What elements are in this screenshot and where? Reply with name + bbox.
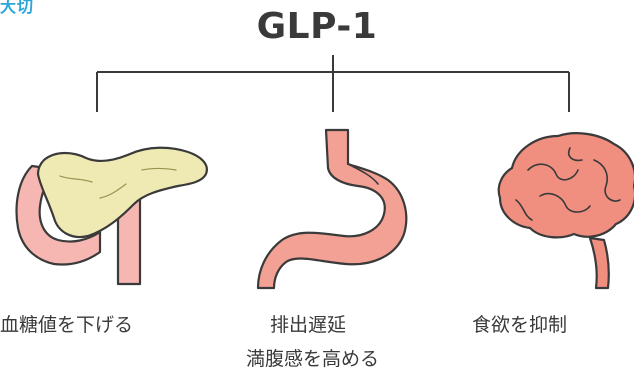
connector-lines xyxy=(97,55,569,112)
effect-label-pancreas: 血糖値を下げる xyxy=(0,310,133,337)
stomach-icon xyxy=(258,130,406,288)
effect-label-stomach-2: 満腹感を高める xyxy=(246,344,379,371)
effect-label-stomach-1: 排出遅延 xyxy=(270,310,346,337)
brain-icon xyxy=(499,133,634,288)
pancreas-icon xyxy=(17,148,207,284)
effect-label-brain: 食欲を抑制 xyxy=(472,310,567,337)
